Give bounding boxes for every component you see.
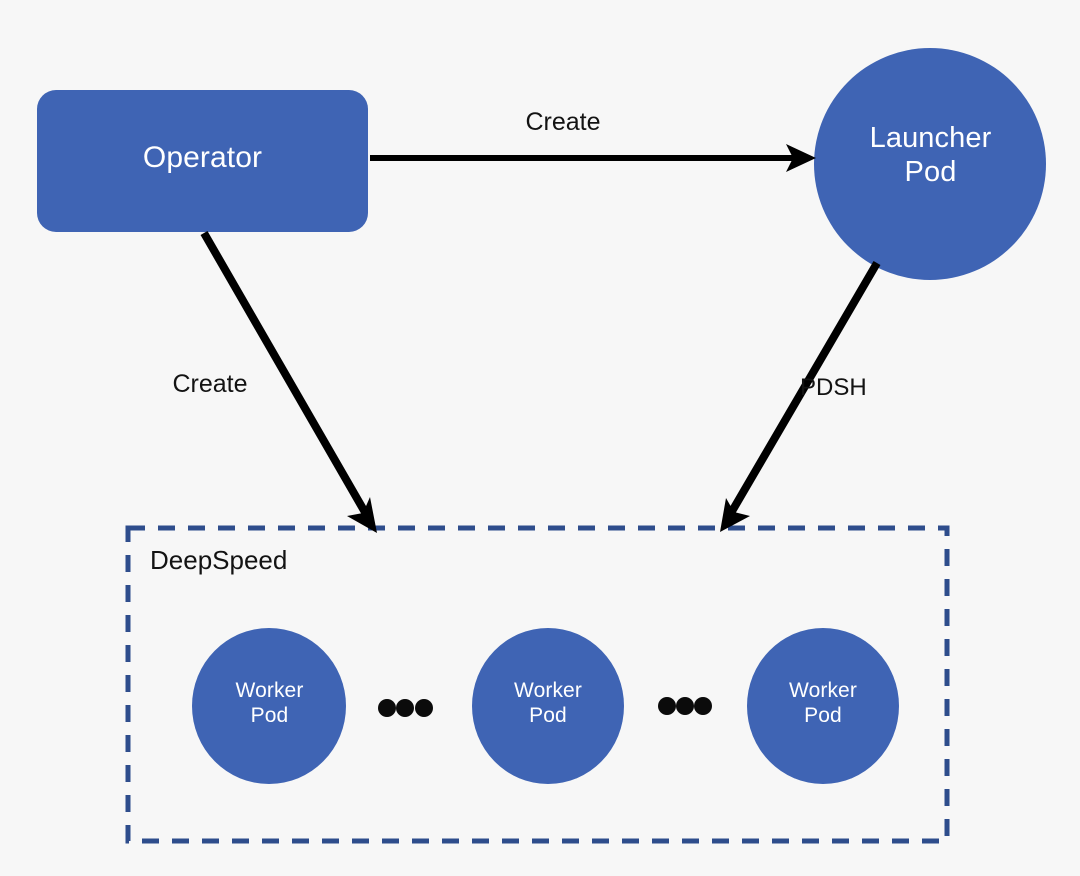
arrow-operator-to-launcher xyxy=(370,144,816,172)
launcher-pod-node[interactable] xyxy=(814,48,1046,280)
arrow-launcher-to-deepspeed xyxy=(720,260,881,532)
worker-pod-0-node[interactable] xyxy=(192,628,346,784)
worker-pod-0-shape[interactable] xyxy=(192,628,346,784)
ellipsis-1-icon xyxy=(658,697,712,715)
launcher-pod-shape[interactable] xyxy=(814,48,1046,280)
deepspeed-group-box[interactable] xyxy=(125,525,950,844)
arrowhead-icon xyxy=(347,497,377,533)
worker-pod-2-node[interactable] xyxy=(747,628,899,784)
arrowhead-icon xyxy=(720,498,750,532)
worker-pod-1-node[interactable] xyxy=(472,628,624,784)
operator-node[interactable] xyxy=(37,90,368,232)
operator-shape[interactable] xyxy=(37,90,368,232)
ellipsis-0-icon xyxy=(378,699,433,717)
arrow-line xyxy=(727,260,881,516)
arrow-line xyxy=(200,231,370,516)
arrowhead-icon xyxy=(786,144,816,172)
arrow-operator-to-deepspeed xyxy=(200,231,377,533)
worker-pod-1-shape[interactable] xyxy=(472,628,624,784)
worker-pod-2-shape[interactable] xyxy=(747,628,899,784)
